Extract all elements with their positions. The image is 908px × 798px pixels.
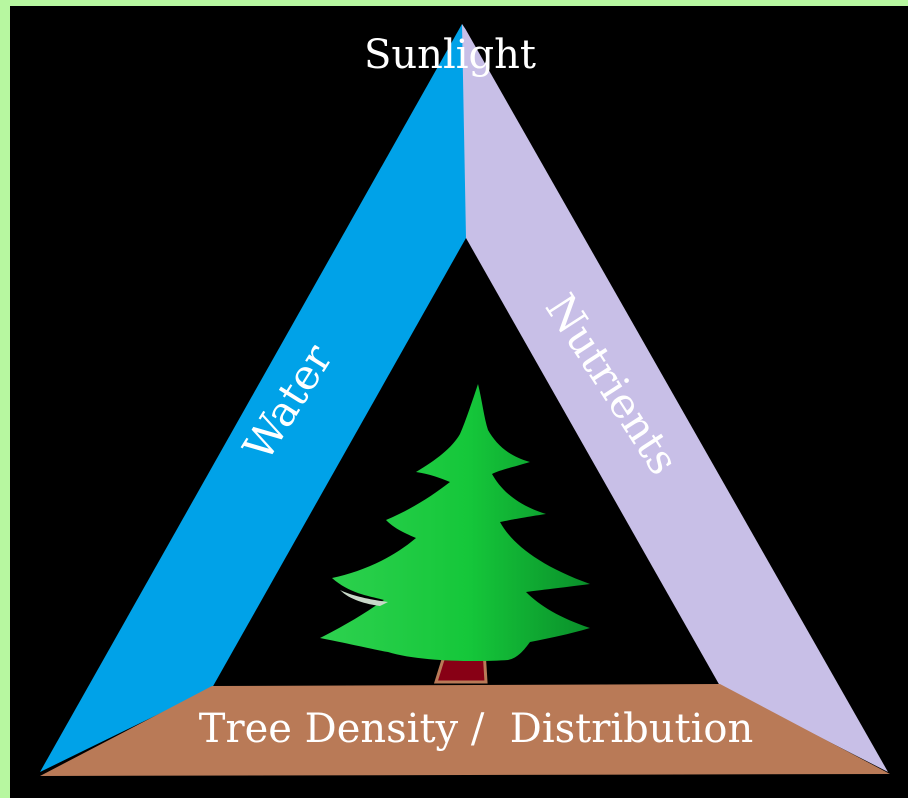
label-sunlight: Sunlight: [364, 32, 536, 78]
nutrients-side: [462, 24, 888, 772]
tree-shadow: [340, 590, 388, 606]
tree-icon: [320, 384, 590, 662]
label-tree-density-distribution: Tree Density / Distribution: [199, 706, 753, 752]
base-side: [40, 684, 890, 776]
water-side: [40, 24, 466, 772]
